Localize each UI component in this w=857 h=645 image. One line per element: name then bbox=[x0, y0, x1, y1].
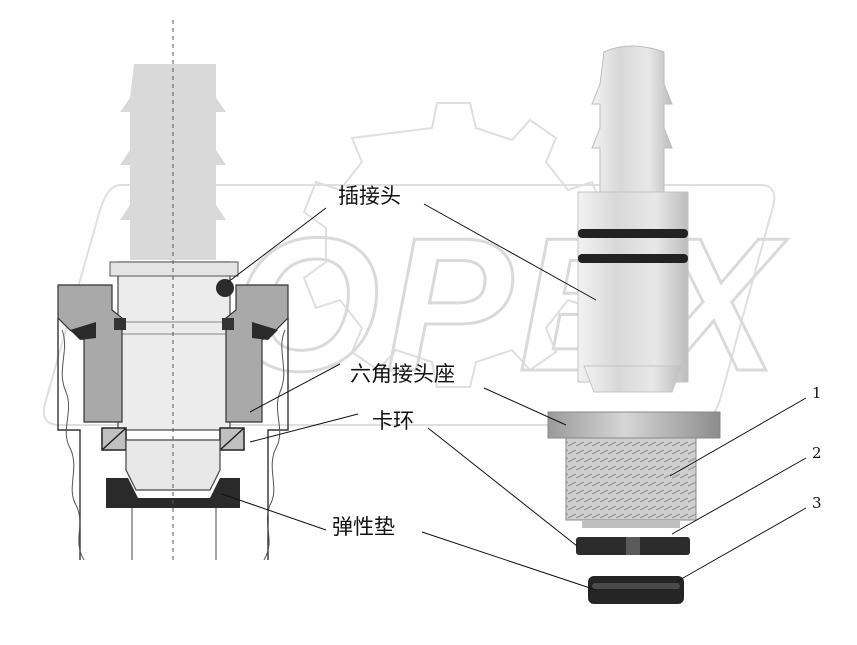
housing-wave-left bbox=[61, 329, 85, 561]
elastic-pad-section bbox=[106, 478, 240, 508]
clip-ring-part bbox=[576, 537, 690, 555]
exploded-view bbox=[547, 45, 721, 604]
watermark-logo: OPEX bbox=[42, 102, 788, 426]
hex-base-part bbox=[547, 411, 721, 528]
leader-lines bbox=[221, 203, 807, 591]
watermark-gear bbox=[302, 102, 606, 388]
clip-ring-section bbox=[101, 427, 245, 451]
plug-part bbox=[577, 45, 689, 393]
o-ring-section bbox=[216, 279, 234, 297]
housing-outline bbox=[57, 318, 289, 560]
housing-wave-right bbox=[263, 329, 286, 561]
hex-base-right bbox=[225, 284, 289, 423]
part-number-1: 1 bbox=[812, 384, 822, 402]
plug-o-ring-2 bbox=[578, 254, 688, 263]
label-hex-base: 六角接头座 bbox=[350, 362, 455, 386]
plug-body-section bbox=[117, 261, 231, 431]
elastic-pad-part bbox=[588, 576, 684, 604]
hose-barb-faded bbox=[120, 64, 226, 260]
plug-o-ring-1 bbox=[578, 229, 688, 238]
hex-base-left bbox=[57, 284, 123, 423]
part-number-3: 3 bbox=[812, 494, 822, 512]
label-elastic-pad: 弹性垫 bbox=[332, 515, 395, 539]
part-number-2: 2 bbox=[812, 444, 822, 462]
label-clip-ring: 卡环 bbox=[372, 409, 414, 433]
label-plug: 插接头 bbox=[338, 184, 401, 208]
cross-section bbox=[57, 20, 289, 561]
watermark-text: OPEX bbox=[232, 199, 788, 411]
